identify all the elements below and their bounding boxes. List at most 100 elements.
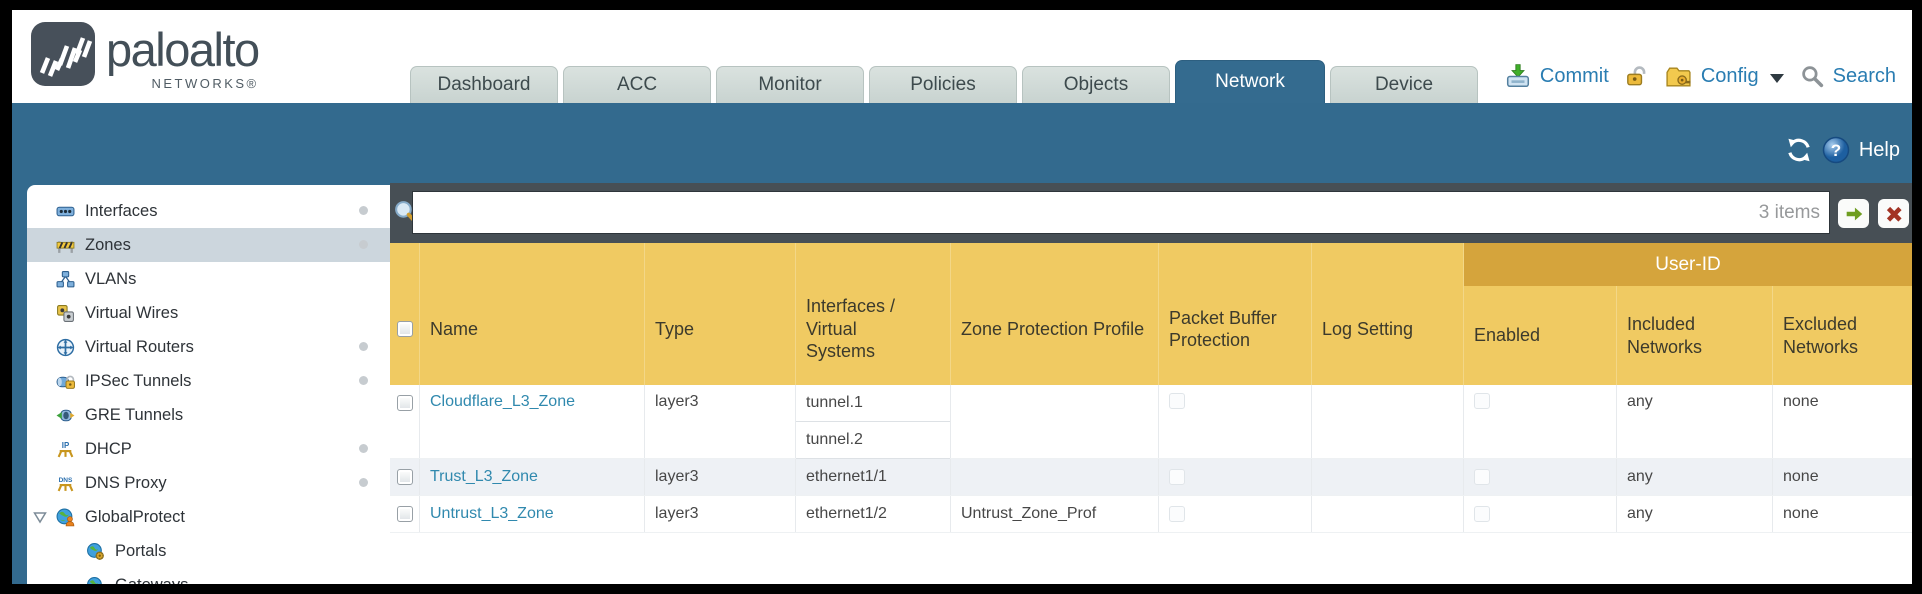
table-row: Untrust_L3_Zone layer3 ethernet1/2 Untru… bbox=[390, 496, 1912, 533]
tab-network[interactable]: Network bbox=[1175, 60, 1325, 103]
status-dot bbox=[359, 376, 368, 385]
table-row: Trust_L3_Zone layer3 ethernet1/1 any non… bbox=[390, 459, 1912, 496]
row-checkbox[interactable] bbox=[396, 469, 413, 485]
status-dot bbox=[359, 478, 368, 487]
sidebar-item-globalprotect[interactable]: GlobalProtect bbox=[27, 500, 390, 534]
gateways-icon bbox=[85, 576, 106, 584]
interface-entry: tunnel.1 bbox=[796, 385, 950, 422]
interface-entry: tunnel.2 bbox=[796, 422, 950, 459]
zone-name-link[interactable]: Cloudflare_L3_Zone bbox=[430, 393, 575, 410]
sidebar-item-label: Gateways bbox=[115, 576, 188, 585]
sidebar-item-dns-proxy[interactable]: DNS DNS Proxy bbox=[27, 466, 390, 500]
network-sidebar: Interfaces Zones VLANs Vir bbox=[27, 185, 390, 584]
sidebar-item-label: DHCP bbox=[85, 439, 132, 458]
brand-subtitle: NETWORKS® bbox=[151, 76, 259, 91]
svg-text:?: ? bbox=[1831, 141, 1841, 160]
excluded-networks: none bbox=[1783, 505, 1819, 522]
row-select-cell bbox=[390, 496, 420, 532]
config-icon bbox=[1665, 64, 1692, 89]
packet-buffer-protection-cell bbox=[1159, 496, 1312, 532]
packet-buffer-checkbox[interactable] bbox=[1169, 506, 1185, 522]
lock-icon[interactable] bbox=[1624, 64, 1648, 88]
packet-buffer-checkbox[interactable] bbox=[1169, 393, 1185, 409]
sidebar-item-dhcp[interactable]: IP DHCP bbox=[27, 432, 390, 466]
sidebar-item-interfaces[interactable]: Interfaces bbox=[27, 194, 390, 228]
column-header-interfaces[interactable]: Interfaces / Virtual Systems bbox=[796, 243, 951, 385]
main-tabs: Dashboard ACC Monitor Policies Objects N… bbox=[410, 60, 1478, 103]
included-networks: any bbox=[1617, 496, 1773, 532]
search-button[interactable]: Search bbox=[1832, 64, 1896, 87]
apply-filter-button[interactable] bbox=[1838, 199, 1869, 228]
tab-policies[interactable]: Policies bbox=[869, 66, 1017, 103]
enabled-checkbox[interactable] bbox=[1474, 506, 1490, 522]
paloalto-logo-icon bbox=[31, 22, 95, 86]
user-id-group-header: User-ID bbox=[1464, 243, 1912, 286]
search-icon bbox=[1801, 65, 1824, 88]
refresh-icon[interactable] bbox=[1785, 136, 1813, 164]
row-checkbox[interactable] bbox=[396, 506, 413, 522]
globalprotect-icon bbox=[55, 508, 76, 527]
sidebar-item-gateways[interactable]: Gateways bbox=[27, 568, 390, 584]
zone-name-link[interactable]: Untrust_L3_Zone bbox=[430, 505, 554, 522]
sidebar-item-ipsec-tunnels[interactable]: IPSec Tunnels bbox=[27, 364, 390, 398]
tab-objects[interactable]: Objects bbox=[1022, 66, 1170, 103]
zone-type: layer3 bbox=[645, 496, 796, 532]
column-header-enabled[interactable]: Enabled bbox=[1464, 286, 1617, 385]
sidebar-item-label: IPSec Tunnels bbox=[85, 371, 192, 390]
row-checkbox[interactable] bbox=[396, 395, 413, 411]
zone-interfaces: ethernet1/1 bbox=[796, 459, 951, 495]
tab-monitor[interactable]: Monitor bbox=[716, 66, 864, 103]
zones-icon bbox=[55, 236, 76, 255]
column-header-type[interactable]: Type bbox=[645, 243, 796, 385]
help-icon[interactable]: ? bbox=[1822, 136, 1850, 164]
sidebar-item-gre-tunnels[interactable]: GRE Tunnels bbox=[27, 398, 390, 432]
zone-protection-profile: Untrust_Zone_Prof bbox=[951, 496, 1159, 532]
sidebar-item-portals[interactable]: Portals bbox=[27, 534, 390, 568]
zone-interfaces: ethernet1/2 bbox=[796, 496, 951, 532]
table-empty-area bbox=[390, 533, 1912, 584]
sidebar-item-label: DNS Proxy bbox=[85, 473, 167, 492]
dns-proxy-icon: DNS bbox=[55, 474, 76, 493]
clear-filter-button[interactable] bbox=[1878, 199, 1909, 228]
virtual-wires-icon bbox=[55, 304, 76, 323]
enabled-checkbox[interactable] bbox=[1474, 469, 1490, 485]
enabled-checkbox[interactable] bbox=[1474, 393, 1490, 409]
column-header-excluded-networks[interactable]: Excluded Networks bbox=[1783, 314, 1859, 357]
tab-acc[interactable]: ACC bbox=[563, 66, 711, 103]
gre-tunnels-icon bbox=[55, 406, 76, 425]
help-label[interactable]: Help bbox=[1858, 138, 1900, 161]
row-select-cell bbox=[390, 385, 420, 458]
user-id-enabled-cell bbox=[1464, 385, 1617, 458]
svg-text:DNS: DNS bbox=[59, 476, 73, 483]
filter-toolbar: 3 items bbox=[390, 183, 1912, 243]
table-header: Name Type Interfaces / Virtual Systems Z… bbox=[390, 243, 1912, 385]
sidebar-item-label: Interfaces bbox=[85, 201, 158, 220]
sidebar-item-vlans[interactable]: VLANs bbox=[27, 262, 390, 296]
config-dropdown-caret[interactable] bbox=[1769, 73, 1784, 83]
commit-button[interactable]: Commit bbox=[1539, 64, 1609, 87]
config-button[interactable]: Config bbox=[1700, 64, 1759, 87]
top-header: paloalto NETWORKS® Dashboard ACC Monitor… bbox=[12, 10, 1912, 103]
tab-dashboard[interactable]: Dashboard bbox=[410, 66, 558, 103]
tab-device[interactable]: Device bbox=[1330, 66, 1478, 103]
column-header-name[interactable]: Name bbox=[420, 243, 645, 385]
sidebar-item-virtual-routers[interactable]: Virtual Routers bbox=[27, 330, 390, 364]
packet-buffer-checkbox[interactable] bbox=[1169, 469, 1185, 485]
sidebar-item-virtual-wires[interactable]: Virtual Wires bbox=[27, 296, 390, 330]
column-header-zone-protection-profile[interactable]: Zone Protection Profile bbox=[951, 243, 1159, 385]
column-header-packet-buffer-protection[interactable]: Packet Buffer Protection bbox=[1159, 243, 1312, 385]
sidebar-item-zones[interactable]: Zones bbox=[27, 228, 390, 262]
zones-content: 3 items Name Type Interfaces / Virtual S… bbox=[390, 183, 1912, 584]
filter-input[interactable] bbox=[412, 191, 1830, 234]
expand-collapse-icon[interactable] bbox=[33, 510, 47, 529]
column-header-log-setting[interactable]: Log Setting bbox=[1312, 243, 1464, 385]
log-setting-cell bbox=[1312, 385, 1464, 458]
select-all-checkbox[interactable] bbox=[396, 321, 413, 337]
virtual-routers-icon bbox=[55, 338, 76, 357]
ipsec-tunnels-icon bbox=[55, 372, 76, 391]
excluded-networks: none bbox=[1783, 393, 1819, 410]
column-header-included-networks[interactable]: Included Networks bbox=[1617, 286, 1773, 385]
status-dot bbox=[359, 240, 368, 249]
included-networks: any bbox=[1617, 459, 1773, 495]
zone-name-link[interactable]: Trust_L3_Zone bbox=[430, 468, 538, 485]
